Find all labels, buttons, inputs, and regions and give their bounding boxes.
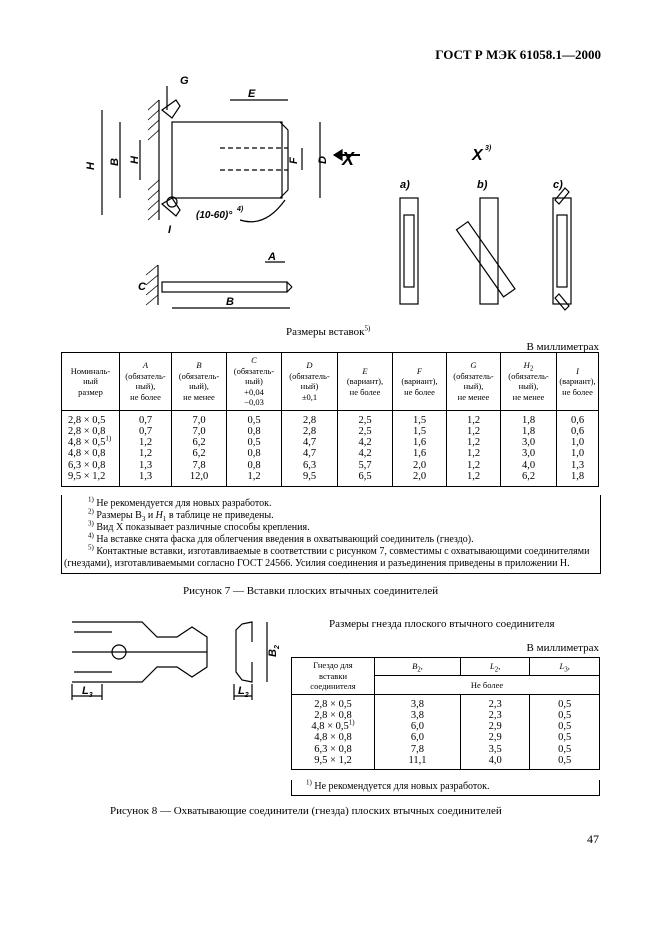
col-header: F(вариант), не более (392, 352, 447, 411)
label-variant-a: а) (400, 179, 410, 191)
figure7-table-title: Размеры вставок5) (286, 324, 371, 338)
figure8-footnote: 1) Не рекомендуется для новых разработок… (291, 779, 600, 796)
label-x-arrow: X (341, 149, 355, 169)
label-variant-c: c) (553, 179, 563, 191)
col-header: Гнездо для вставки соединителя (291, 657, 375, 695)
figure7-drawing: G E H B H F D X (10-60)° 4) I A C B X 3)… (85, 75, 572, 311)
figure7-notes: 1) Не рекомендуется для новых разработок… (61, 495, 601, 574)
label-i: I (168, 224, 172, 236)
label-d: D (317, 156, 329, 164)
label-angle: (10-60)° (196, 210, 233, 221)
figure7-units: В миллиметрах (526, 341, 599, 353)
col-header: D(обязатель- ный) ±0,1 (281, 352, 338, 411)
col-header: A(обязатель- ный), не более (119, 352, 172, 411)
figure8-caption: Рисунок 8 — Охватывающие соединители (гн… (110, 805, 502, 817)
col-header: G(обязатель- ный), не менее (446, 352, 501, 411)
figure8-table-title: Размеры гнезда плоского втычного соедини… (329, 618, 555, 630)
document-standard-header: ГОСТ Р МЭК 61058.1—2000 (435, 47, 601, 62)
figure7-caption: Рисунок 7 — Вставки плоских втычных соед… (183, 585, 439, 597)
label-b2: B2 (267, 645, 281, 657)
figure8-dimensions-table: Гнездо для вставки соединителя B2, L2, L… (291, 656, 600, 771)
figure8-drawing: L3 L2 B2 (71, 621, 281, 700)
col-header: L3, (529, 656, 600, 677)
label-l3: L3 (82, 685, 93, 699)
note-1: 1) Не рекомендуется для новых разработок… (88, 495, 272, 509)
label-g: G (180, 75, 189, 87)
col-header: B2, (374, 656, 461, 677)
label-x-view-note: 3) (485, 145, 492, 152)
col-header: I(вариант), не более (556, 352, 599, 411)
label-c: C (138, 281, 147, 293)
note-2: 2) Размеры B3 и H1 в таблице не приведен… (88, 507, 274, 523)
label-a: A (267, 251, 276, 263)
col-header: L2, (459, 656, 531, 677)
label-variant-b: b) (477, 179, 488, 191)
figure7-dimensions-table: Номиналь- ный размер A(обязатель- ный), … (61, 352, 599, 488)
label-b3: B (109, 158, 121, 166)
col-header: Номиналь- ный размер (61, 352, 120, 411)
subheader: Не более (374, 675, 600, 695)
label-l2: L2 (238, 685, 249, 699)
label-angle-note: 4) (236, 206, 244, 213)
label-b: B (226, 296, 234, 308)
col-header: B(обязатель- ный), не менее (171, 352, 227, 411)
label-e: E (248, 88, 256, 100)
label-h1: H (85, 161, 97, 170)
note-5: 5) Контактные вставки, изготавливаемые в… (64, 543, 590, 569)
label-f: F (288, 157, 300, 164)
note-3: 3) Вид X показывает различные способы кр… (88, 519, 310, 533)
label-h2: H (129, 155, 141, 164)
label-x-view: X (471, 147, 484, 164)
page-number: 47 (587, 832, 599, 846)
figure8-units: В миллиметрах (526, 642, 599, 654)
col-header: C(обязатель- ный) +0,04 −0,03 (226, 352, 282, 411)
col-header: E(вариант), не более (337, 352, 393, 411)
col-header: H2(обязатель- ный), не менее (500, 352, 557, 411)
note-4: 4) На вставке снята фаска для облегчения… (88, 531, 474, 545)
